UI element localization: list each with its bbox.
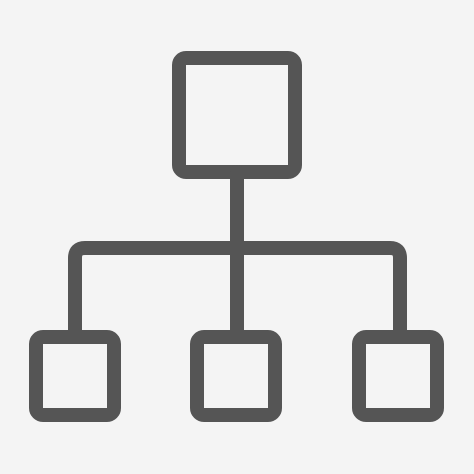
- left-child-node-box: [29, 330, 121, 422]
- bus-connector: [68, 241, 407, 339]
- top-node-box: [172, 51, 302, 179]
- right-child-node-box: [352, 330, 444, 422]
- middle-child-node-box: [190, 330, 282, 422]
